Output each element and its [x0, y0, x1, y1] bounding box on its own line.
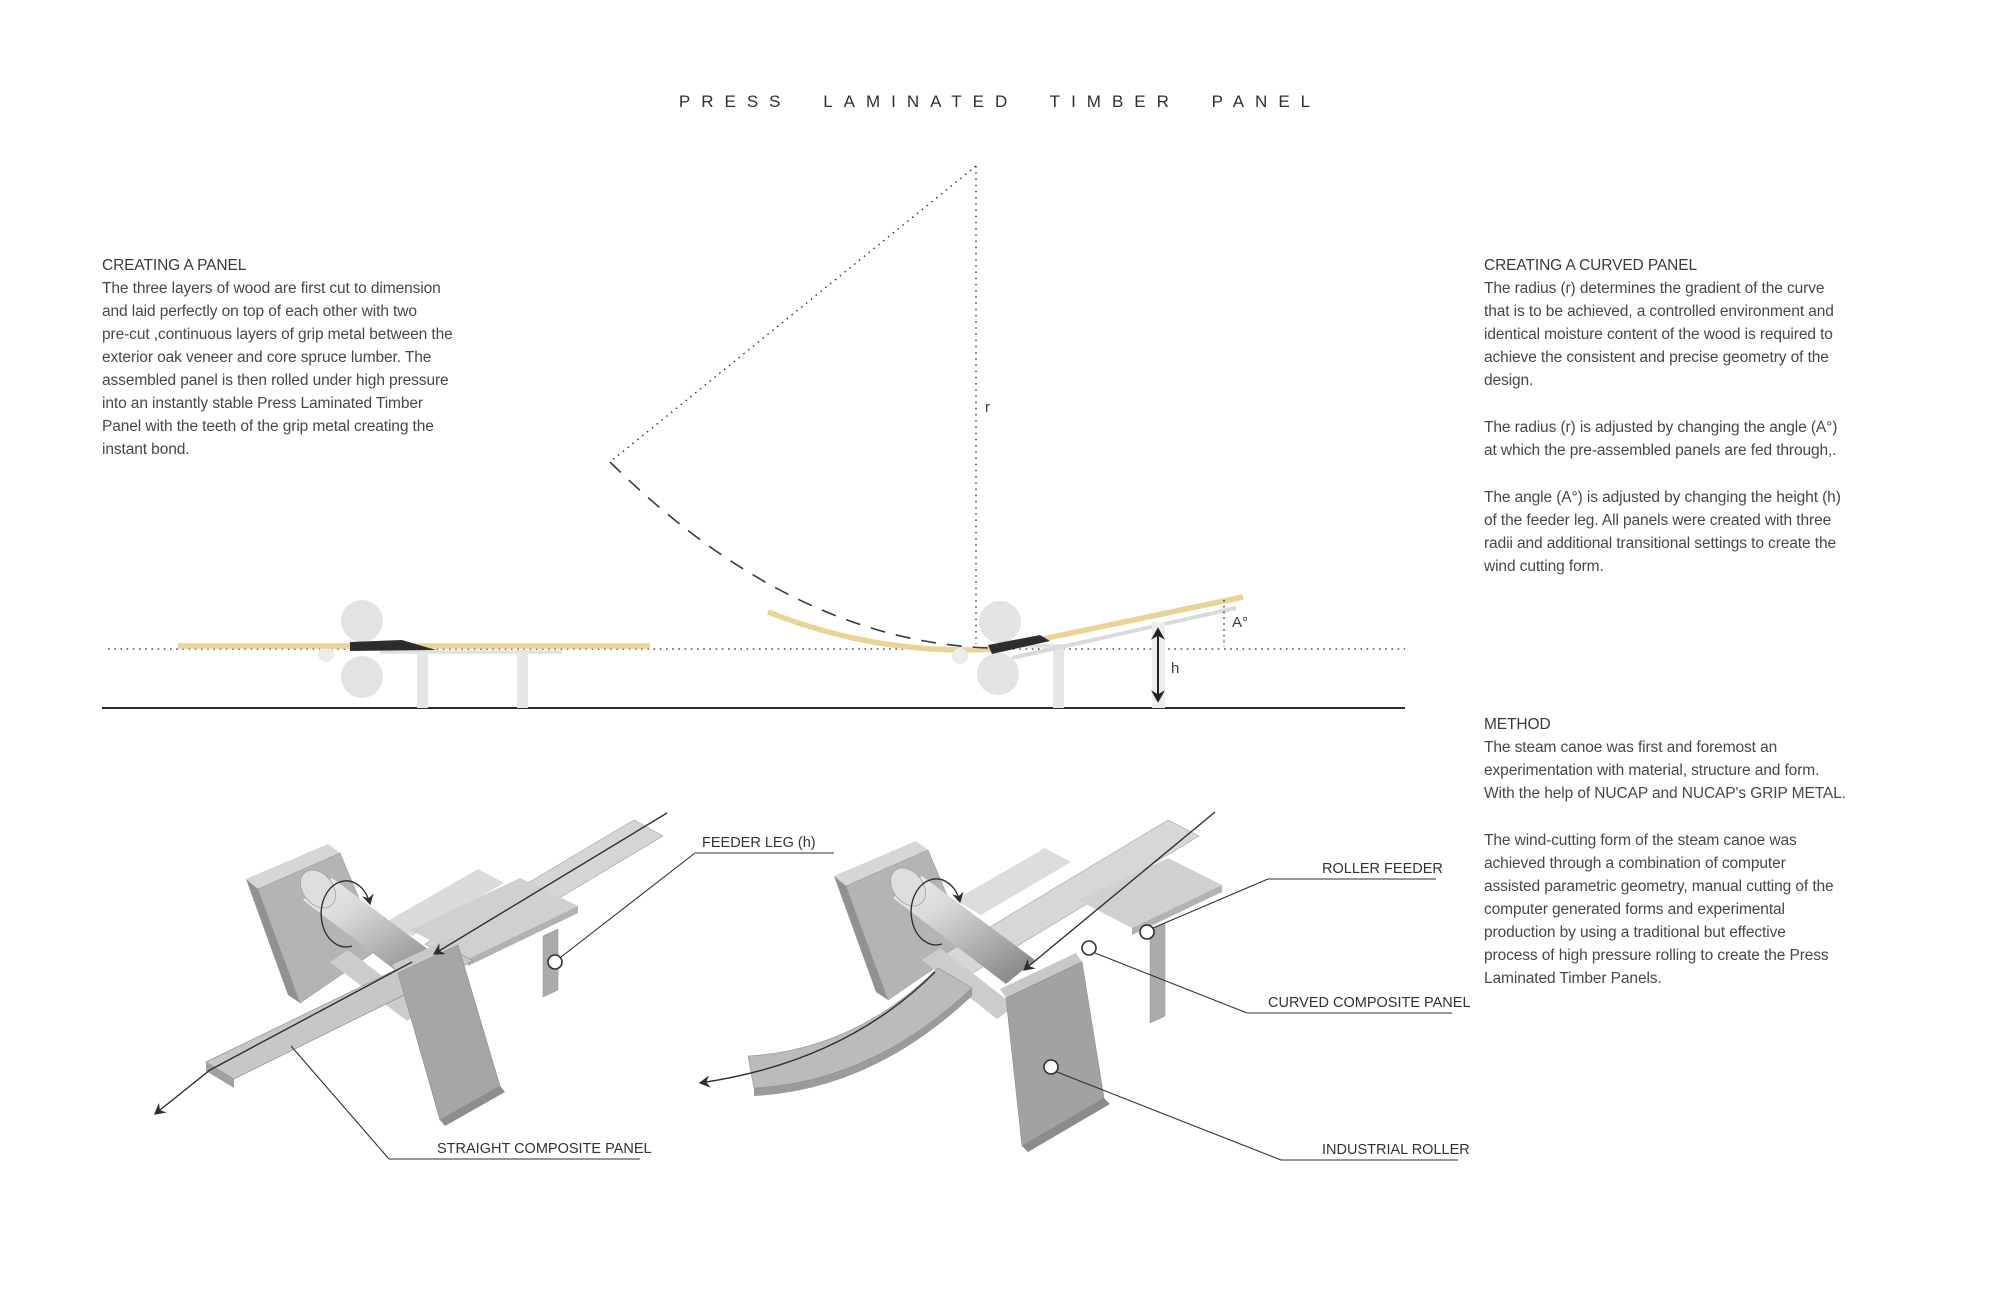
creating-a-curved-panel-heading: CREATING A CURVED PANEL — [1484, 257, 1698, 274]
curved-panel-paragraph-1: The radius (r) determines the gradient o… — [1484, 280, 1834, 389]
creating-a-panel-heading: CREATING A PANEL — [102, 257, 247, 274]
roller-end-cap — [300, 869, 336, 909]
exit-direction-arrow — [698, 971, 936, 1088]
curved-composite-panel — [747, 967, 973, 1089]
callout-anchor-circle — [1139, 924, 1155, 940]
feeder-table-edge — [1132, 885, 1222, 935]
method-paragraph-1: The steam canoe was first and foremost a… — [1484, 739, 1846, 802]
feeder-table-edge — [468, 906, 578, 966]
height-label: h — [1171, 660, 1179, 677]
feed-direction-arrow — [432, 812, 668, 955]
method-heading: METHOD — [1484, 716, 1551, 733]
creating-a-panel-block: CREATING A PANEL The three layers of woo… — [102, 254, 522, 485]
curved-panel-machine — [698, 811, 1222, 1152]
straight-panel-machine — [154, 812, 668, 1126]
callout-anchor-circle — [1043, 1059, 1059, 1075]
rear-stand-side — [246, 879, 300, 1003]
table-leg — [417, 652, 428, 708]
callout-roller-feeder: ROLLER FEEDER — [1139, 861, 1443, 940]
callout-industrial-roller: INDUSTRIAL ROLLER — [1043, 1059, 1470, 1161]
curved-panel-label: CURVED COMPOSITE PANEL — [1268, 995, 1471, 1011]
page-title: PRESS LAMINATED TIMBER PANEL — [678, 92, 1322, 111]
curved-timber-panel — [766, 594, 1244, 653]
lower-roller — [341, 656, 383, 698]
front-stand-front — [397, 944, 501, 1121]
callout-feeder-leg: FEEDER LEG (h) — [547, 835, 834, 970]
roller-end-cap — [890, 867, 926, 907]
theoretical-curve-dashed — [609, 461, 989, 649]
curved-panel-paragraph-2: The radius (r) is adjusted by changing t… — [1484, 419, 1838, 459]
rotation-arrow — [910, 878, 964, 946]
back-feed-board — [386, 869, 504, 936]
callout-leader-line — [1094, 952, 1248, 1014]
table-leg — [1053, 646, 1064, 708]
radius-diagonal-dotted-line — [609, 165, 977, 463]
callout-leader-line — [1152, 878, 1269, 929]
upper-roller — [341, 600, 383, 642]
radius-label: r — [985, 399, 990, 416]
table-leg — [517, 652, 528, 708]
industrial-roller-label: INDUSTRIAL ROLLER — [1322, 1142, 1470, 1158]
callout-anchor-circle — [1081, 940, 1097, 956]
method-paragraph-2: The wind-cutting form of the steam canoe… — [1484, 832, 1834, 987]
callout-straight-panel: STRAIGHT COMPOSITE PANEL — [290, 1045, 652, 1160]
callout-curved-panel: CURVED COMPOSITE PANEL — [1081, 940, 1471, 1014]
guide-roller — [318, 646, 334, 662]
callout-leader-line — [1056, 1071, 1282, 1161]
grip-metal-bond — [988, 635, 1050, 654]
front-stand-base — [440, 1086, 505, 1126]
front-stand-top — [1000, 953, 1082, 998]
back-feed-board — [955, 848, 1071, 915]
exit-direction-arrow — [154, 961, 413, 1115]
callouts: FEEDER LEG (h) STRAIGHT COMPOSITE PANEL … — [290, 835, 1471, 1161]
feeder-table-top — [1078, 858, 1222, 928]
feeder-leg — [1149, 922, 1166, 1024]
roller-feeder-label: ROLLER FEEDER — [1322, 861, 1443, 877]
angle-label: A° — [1232, 614, 1248, 631]
callout-leader-line — [560, 852, 696, 958]
creating-a-panel-text: The three layers of wood are first cut t… — [102, 280, 453, 458]
rotation-arrow — [320, 880, 374, 948]
industrial-roller-cylinder — [893, 876, 1035, 984]
grip-metal-bond — [350, 640, 436, 651]
rear-stand-side — [834, 876, 888, 1000]
curve-roller-station — [609, 461, 1244, 708]
rear-stand-top — [246, 844, 340, 889]
bottom-roller — [922, 948, 1015, 1019]
curvature-schematic: r — [102, 165, 1405, 709]
method-block: METHOD The steam canoe was first and for… — [1484, 713, 1914, 1014]
upper-roller — [979, 601, 1021, 643]
straight-panel-label: STRAIGHT COMPOSITE PANEL — [437, 1141, 652, 1157]
feeder-support-line — [1011, 606, 1237, 660]
curved-panel-paragraph-3: The angle (A°) is adjusted by changing t… — [1484, 489, 1841, 575]
feeder-leg-label: FEEDER LEG (h) — [702, 835, 816, 851]
creating-a-curved-panel-block: CREATING A CURVED PANEL The radius (r) d… — [1484, 254, 1914, 602]
callout-anchor-circle — [547, 954, 563, 970]
front-stand-base — [1022, 1098, 1110, 1152]
feed-direction-arrow — [1023, 811, 1216, 971]
callout-leader-line — [290, 1045, 390, 1160]
rear-stand-top — [834, 841, 928, 886]
lower-roller — [977, 653, 1019, 695]
flat-roller-station — [178, 600, 650, 708]
guide-roller — [952, 648, 968, 664]
